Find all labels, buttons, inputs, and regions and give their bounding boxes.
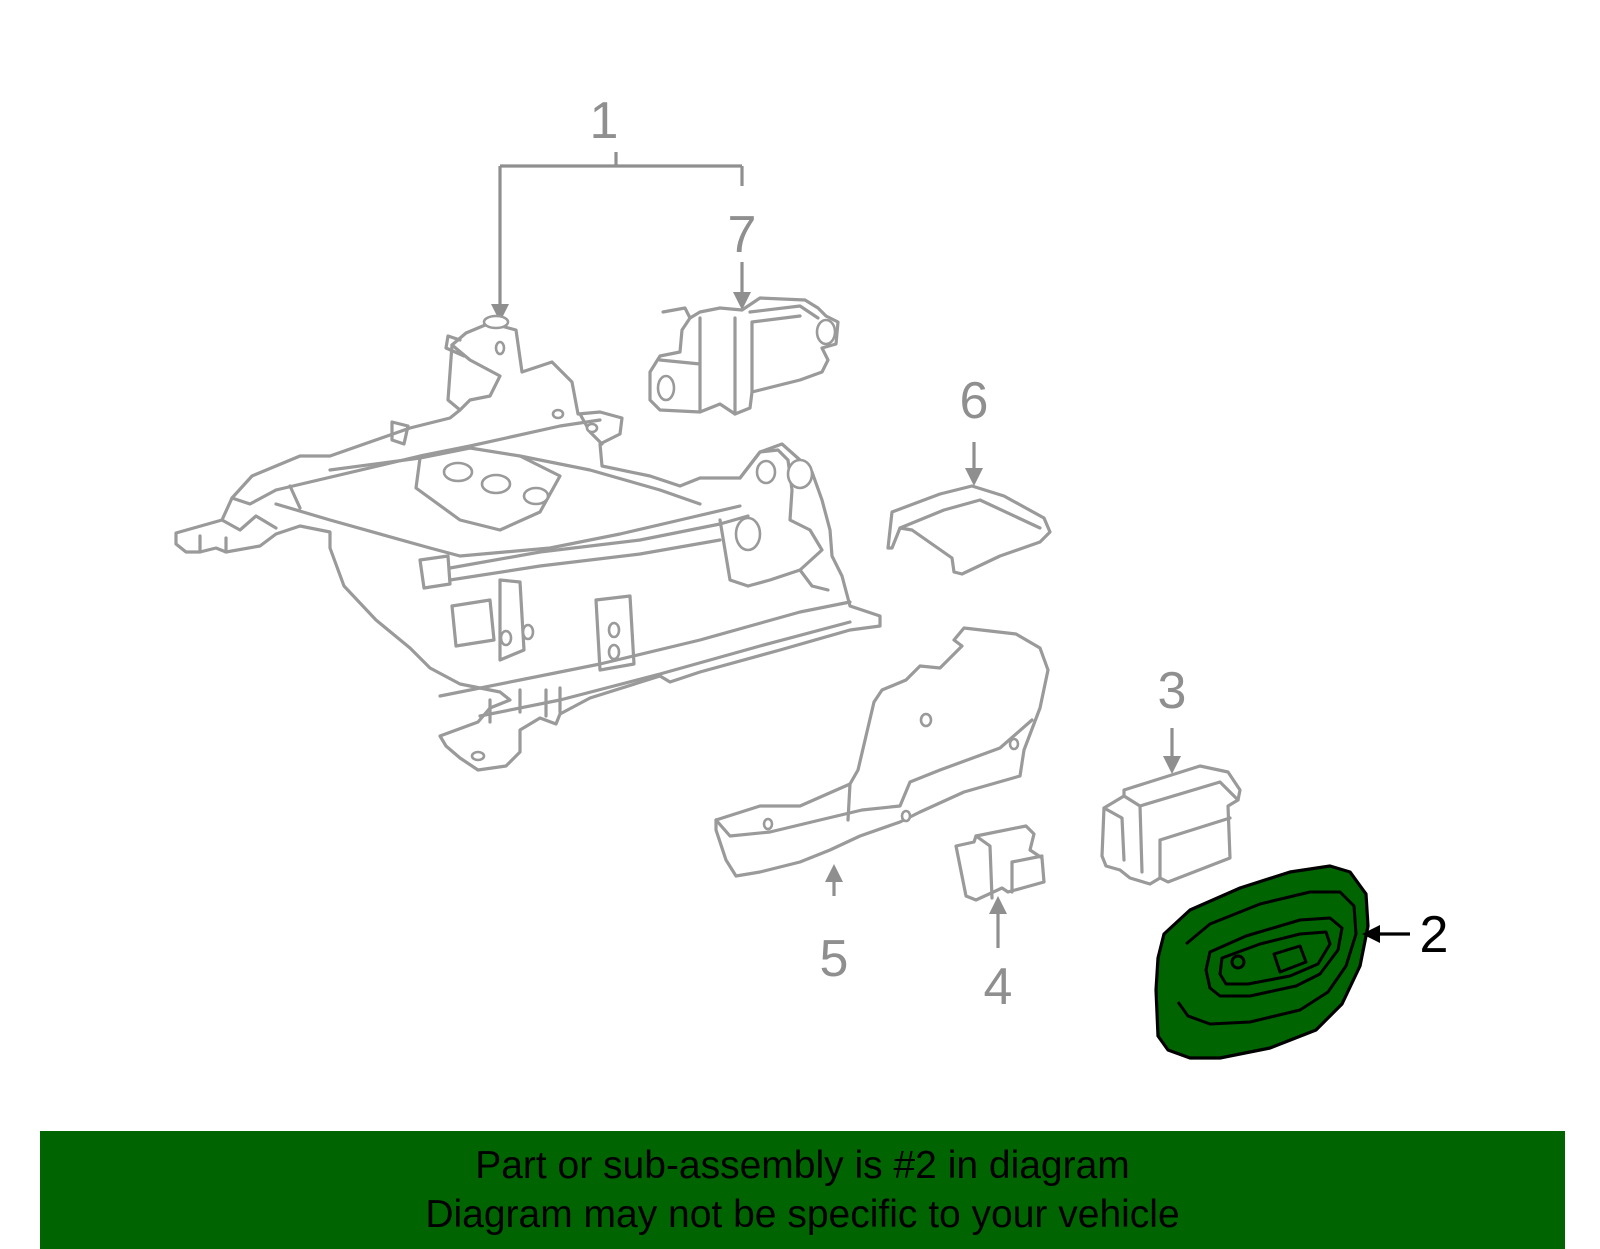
callout-4[interactable]: 4	[984, 958, 1013, 1016]
part-5-side-shield[interactable]	[714, 626, 1050, 878]
part-1-seat-frame-assembly[interactable]	[174, 314, 882, 772]
arrowhead-5	[825, 864, 843, 882]
part-7-seat-motor[interactable]	[648, 296, 840, 416]
part-2-trim-handle-highlighted[interactable]	[1154, 864, 1370, 1060]
callout-1[interactable]: 1	[590, 92, 619, 150]
arrowhead-6	[965, 468, 983, 486]
callout-5[interactable]: 5	[820, 930, 849, 988]
arrowhead-7	[733, 292, 751, 310]
arrowhead-1	[491, 304, 509, 322]
callout-2[interactable]: 2	[1420, 906, 1449, 964]
banner-line-disclaimer: Diagram may not be specific to your vehi…	[425, 1193, 1180, 1236]
leader-1-bracket	[498, 152, 744, 308]
callout-3[interactable]: 3	[1158, 662, 1187, 720]
part-4-switch[interactable]	[954, 824, 1046, 902]
part-3-switch-module[interactable]	[1100, 764, 1242, 886]
arrowhead-4	[989, 896, 1007, 914]
callout-6[interactable]: 6	[960, 372, 989, 430]
part-6-cover[interactable]	[886, 484, 1052, 576]
callout-7[interactable]: 7	[728, 206, 757, 264]
banner-line-part: Part or sub-assembly is #2 in diagram	[475, 1144, 1130, 1187]
arrowhead-2	[1362, 925, 1380, 943]
arrowhead-3	[1163, 756, 1181, 774]
info-banner: Part or sub-assembly is #2 in diagram Di…	[40, 1131, 1565, 1249]
